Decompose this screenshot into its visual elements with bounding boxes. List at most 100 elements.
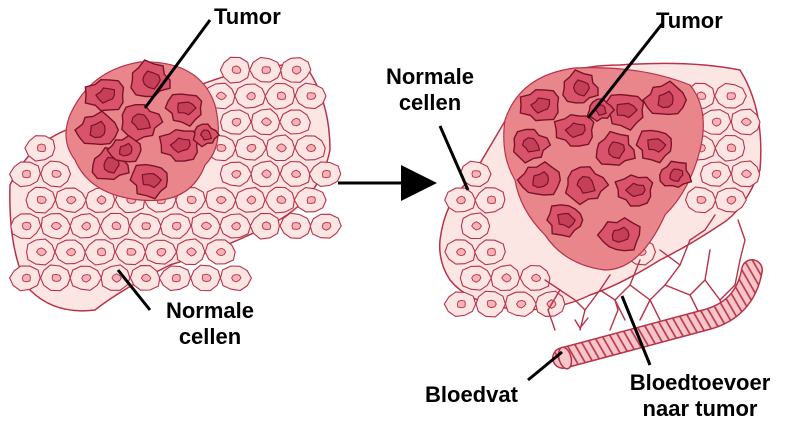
normal-cell-nucleus [291,65,302,75]
normal-cell-nucleus [21,221,32,231]
normal-cell-nucleus [215,195,227,205]
normal-cell-nucleus [740,169,753,179]
normal-cell-nucleus [726,195,737,205]
normal-cell-nucleus [305,143,317,153]
normal-cell-nucleus [291,222,302,230]
normal-cell-nucleus [65,247,77,257]
left-normal-pointer [116,269,152,311]
right-normal-pointer [438,125,470,191]
right-tumor-pointer [586,23,664,119]
tumor-cell-nucleus [130,113,152,131]
tumor-cell-nucleus [521,137,541,153]
tumor-cell-nucleus [611,226,630,243]
tumor-cell-nucleus [532,170,550,189]
blood-vessel-pointer [527,350,563,382]
normal-cell-nucleus [246,195,257,205]
normal-cell-nucleus [246,143,257,153]
tumor-cell-nucleus [530,97,550,114]
normal-cell-nucleus [22,169,31,179]
normal-cell-nucleus [261,221,272,231]
normal-cell-nucleus [726,143,737,153]
normal-cell-nucleus [321,169,331,179]
left-normal-label-line1: Normale [165,298,255,323]
tumor-cell-nucleus [169,137,191,154]
normal-cell-nucleus [260,117,273,127]
normal-cell-nucleus [321,221,332,231]
normal-cell-nucleus [696,196,707,204]
normal-cell-nucleus [186,247,197,257]
tumor-cell-nucleus [556,212,576,229]
normal-cell-nucleus [140,273,152,283]
tumor-cell-nucleus [607,141,626,160]
normal-cell-nucleus [36,247,48,257]
normal-cell-nucleus [711,169,722,179]
normal-cell-nucleus [276,143,287,153]
blood-supply-label-line1: Bloedtoevoer [629,370,771,395]
normal-cell-nucleus [231,274,242,283]
tumor-cell-nucleus [647,138,667,153]
normal-cell-nucleus [111,273,122,283]
right-tumor-cells [512,69,693,252]
normal-cell-nucleus [471,274,482,283]
normal-cell-nucleus [515,300,527,309]
tumor-cell-nucleus [142,70,161,90]
normal-cell-nucleus [261,66,272,75]
normal-cell-nucleus [51,169,62,178]
normal-cell-nucleus [306,196,316,205]
left-tumor-label: Tumor [214,4,281,29]
normal-cell-nucleus [21,273,31,283]
normal-cell-nucleus [290,117,301,127]
tumor-cell-nucleus [95,87,115,104]
normal-cell-nucleus [156,248,167,257]
normal-cell-nucleus [711,117,722,127]
tumor-cell-nucleus [669,168,684,183]
blood-supply-label-line2: naar tumor [642,396,758,421]
normal-cell-nucleus [276,195,287,204]
normal-cell-nucleus [290,169,302,178]
normal-cell-nucleus [171,221,182,231]
normal-cell-nucleus [216,144,227,152]
right-normal-label-line1: Normale [385,64,475,89]
normal-cell-nucleus [726,92,737,101]
left-tissue [8,56,342,312]
right-normal-cells-label: Normale cellen [370,64,490,116]
normal-cell-nucleus [261,169,272,179]
normal-cell-nucleus [471,221,482,231]
normal-cell-nucleus [81,274,92,283]
normal-cell-nucleus [501,273,512,283]
normal-cell-nucleus [740,117,752,127]
normal-cell-nucleus [231,221,241,231]
right-normal-label-line2: cellen [398,90,462,115]
normal-cell-nucleus [231,170,242,179]
normal-cell-nucleus [201,273,212,282]
normal-cell-nucleus [455,247,467,257]
normal-cell-nucleus [471,170,482,178]
tumor-cell-nucleus [624,182,646,198]
tumor-cell-nucleus [616,102,638,119]
normal-cell-nucleus [36,195,47,205]
normal-cell-nucleus [215,247,227,257]
blood-vessel-label: Bloedvat [425,382,518,407]
normal-cell-nucleus [487,195,497,205]
normal-cell-nucleus [246,91,256,101]
blood-supply-pointer [620,295,652,366]
tumor-cell-nucleus [89,120,106,139]
normal-cell-nucleus [126,248,137,256]
blood-supply-label: Bloedtoevoer naar tumor [600,370,800,422]
normal-cell-nucleus [65,196,77,205]
left-normal-label-line2: cellen [178,324,242,349]
normal-cell-nucleus [215,91,227,101]
normal-cell-nucleus [96,195,107,205]
tumor-cell-nucleus [564,122,586,139]
normal-cell-nucleus [276,91,287,101]
normal-cell-nucleus [141,222,151,230]
tumor-cell-nucleus [199,129,213,141]
tumor-cell-nucleus [657,90,674,109]
tumor-cell-nucleus [576,175,596,194]
normal-cell-nucleus [81,221,92,231]
right-tissue [438,62,763,370]
right-tumor-label: Tumor [656,8,723,33]
left-normal-cells-label: Normale cellen [150,298,270,350]
normal-cell-nucleus [530,273,542,282]
